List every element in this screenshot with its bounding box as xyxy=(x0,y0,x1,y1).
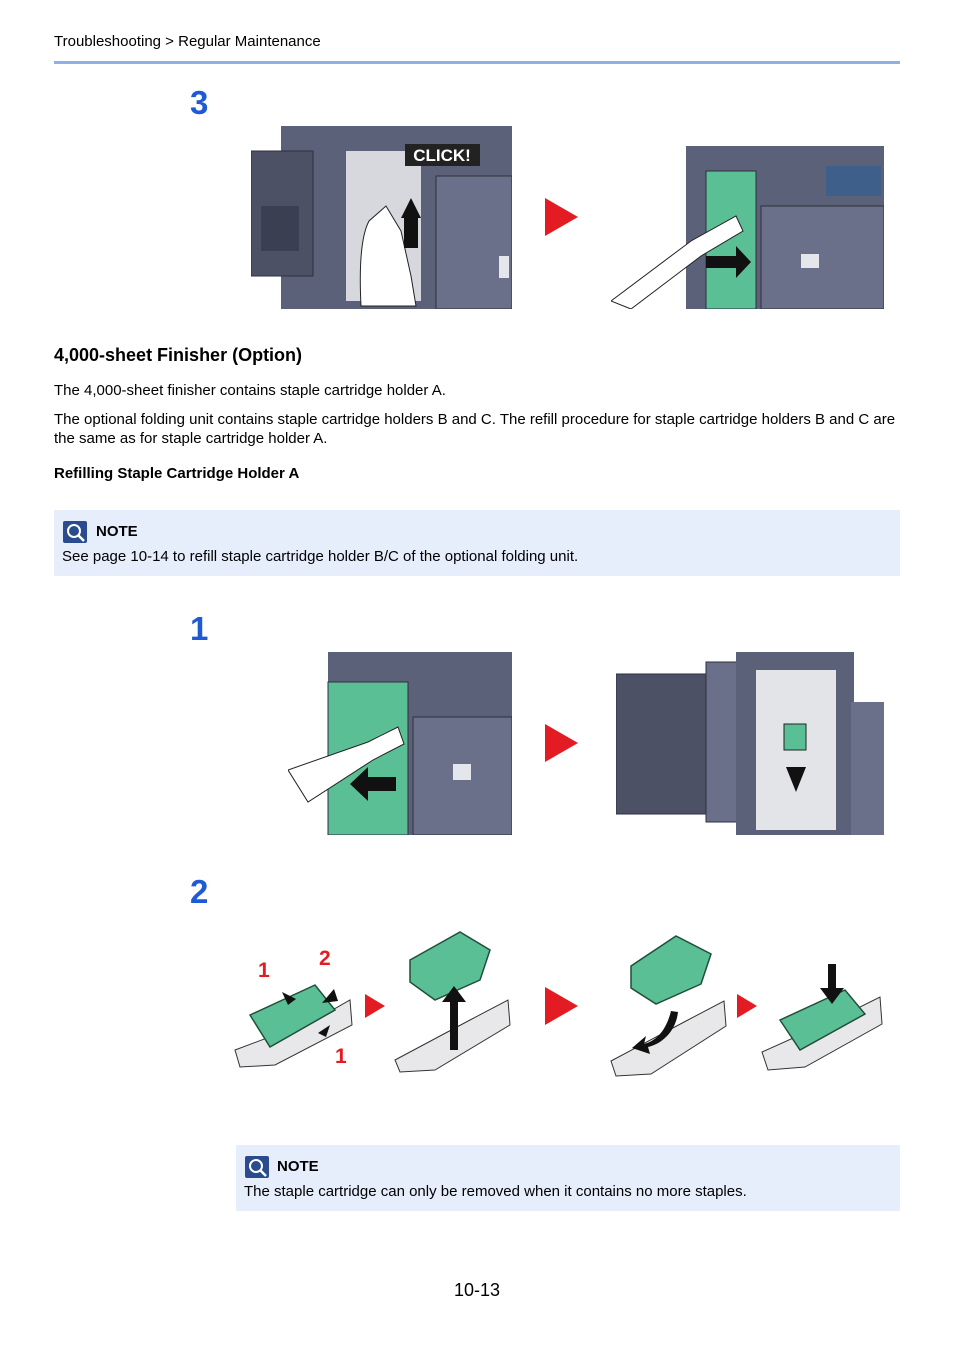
section-title: 4,000-sheet Finisher (Option) xyxy=(54,345,303,365)
note-label: NOTE xyxy=(277,1158,319,1175)
illustration-remove-cartridge xyxy=(230,955,358,1075)
illustration-insert-cartridge xyxy=(606,926,730,1084)
breadcrumb: Troubleshooting > Regular Maintenance xyxy=(54,33,321,50)
next-arrow-icon xyxy=(545,987,578,1025)
step-number-3: 3 xyxy=(190,84,209,121)
note-icon xyxy=(63,521,87,543)
illustration-close-finisher xyxy=(611,126,884,309)
callout-1: 1 xyxy=(258,959,270,982)
page-number: 10-13 xyxy=(453,1280,501,1300)
illustration-lift-cartridge xyxy=(390,920,514,1082)
note-text: The staple cartridge can only be removed… xyxy=(244,1183,747,1200)
next-arrow-icon xyxy=(545,724,578,762)
callout-2: 2 xyxy=(319,947,331,970)
illustration-cartridge-seated xyxy=(760,962,884,1074)
note-icon xyxy=(245,1156,269,1178)
next-arrow-icon xyxy=(545,198,578,236)
illustration-open-finisher xyxy=(288,652,512,835)
illustration-close-cover: CLICK! xyxy=(251,126,512,309)
illustration-finisher-opened xyxy=(616,652,884,835)
step-number-2: 2 xyxy=(190,873,209,910)
header-rule xyxy=(54,61,900,64)
note-box-2: NOTE The staple cartridge can only be re… xyxy=(236,1145,900,1211)
note-box: NOTE See page 10-14 to refill staple car… xyxy=(54,510,900,576)
next-arrow-small-icon xyxy=(365,994,385,1018)
subheading: Refilling Staple Cartridge Holder A xyxy=(54,465,300,482)
note-text: See page 10-14 to refill staple cartridg… xyxy=(62,548,579,565)
callout-1b: 1 xyxy=(335,1045,347,1068)
note-label: NOTE xyxy=(96,523,138,540)
paragraph-2: The optional folding unit contains stapl… xyxy=(54,411,896,447)
next-arrow-small-icon xyxy=(737,994,757,1018)
paragraph-1: The 4,000-sheet finisher contains staple… xyxy=(54,382,446,399)
click-label: CLICK! xyxy=(413,146,471,165)
step-number-1: 1 xyxy=(190,610,209,647)
